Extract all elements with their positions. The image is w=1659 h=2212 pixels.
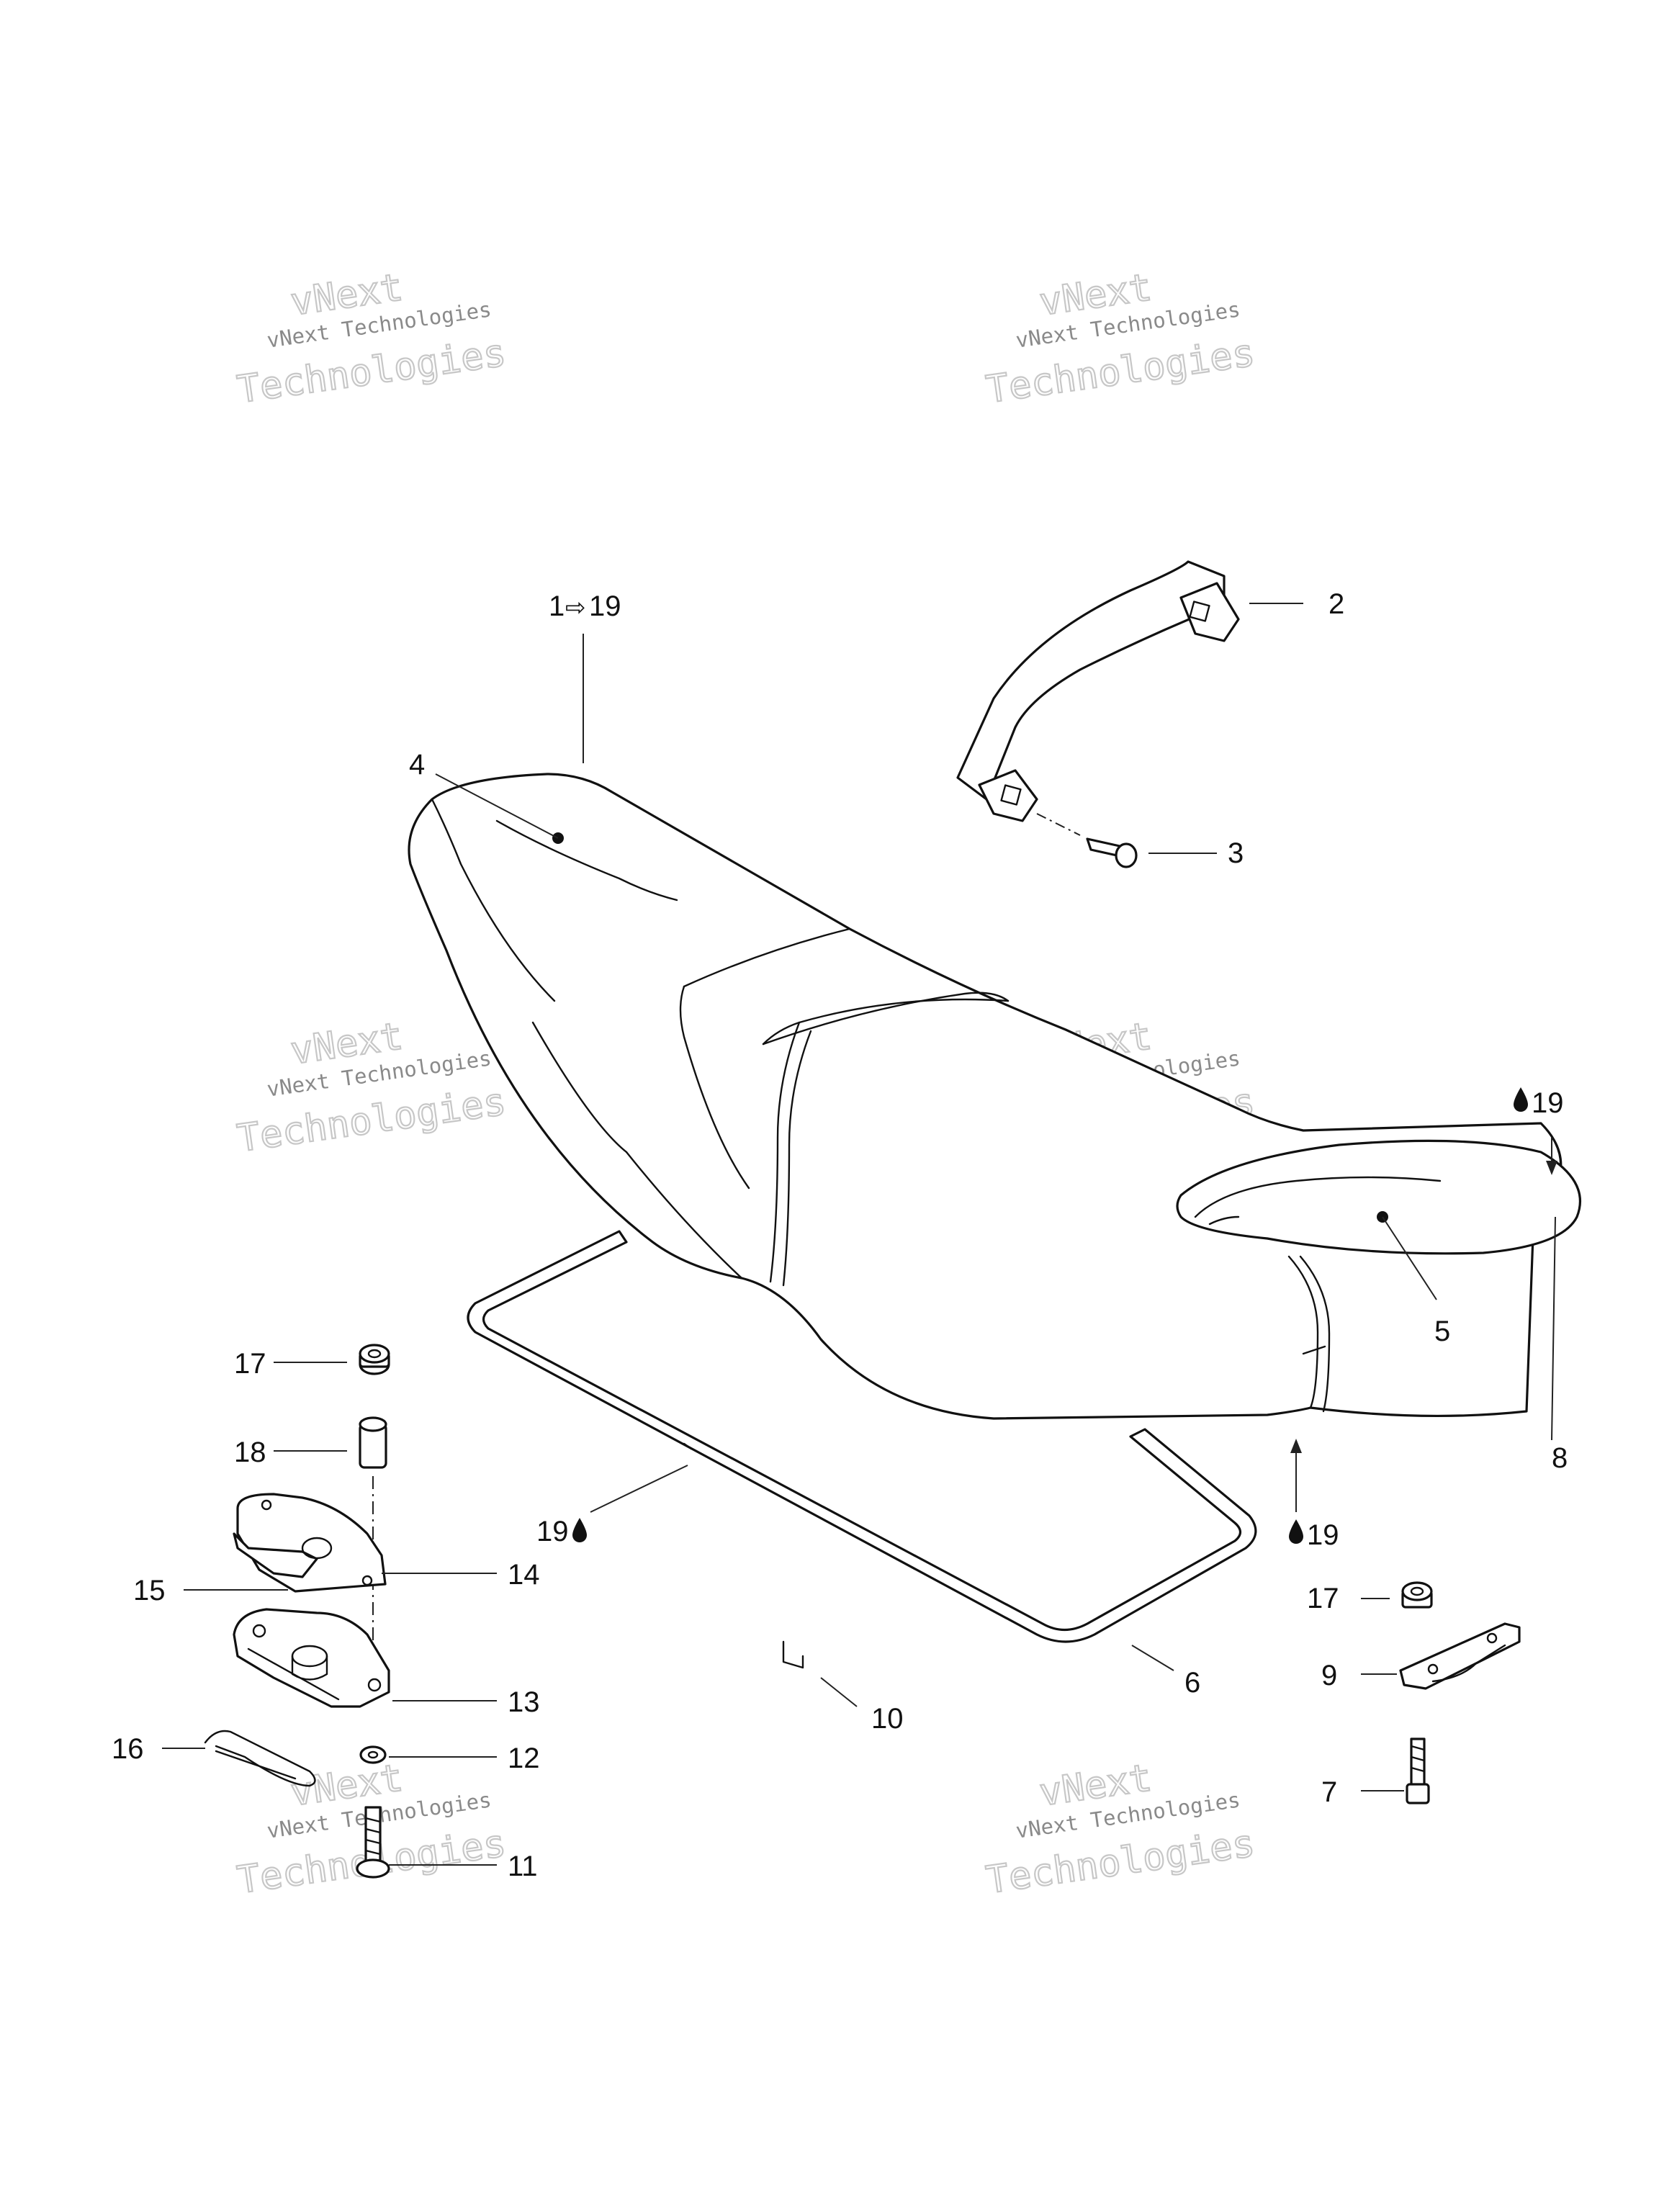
callout-7: 7 bbox=[1321, 1776, 1337, 1808]
callout-16: 16 bbox=[112, 1733, 144, 1765]
nut-17-left bbox=[359, 1344, 390, 1375]
drop-icon bbox=[1289, 1519, 1303, 1544]
spacer-18 bbox=[359, 1416, 387, 1469]
callout-1-target: 19 bbox=[589, 590, 621, 622]
callout-19-right: 19 bbox=[1514, 1087, 1564, 1119]
callout-12: 12 bbox=[508, 1743, 540, 1774]
washer-12 bbox=[359, 1745, 387, 1764]
screw-3 bbox=[1086, 837, 1138, 868]
retaining-pin-16 bbox=[204, 1730, 316, 1787]
callout-19-left: 19 bbox=[536, 1516, 587, 1547]
watermark-bottom-right: vNext vNext Technologies Technologies bbox=[983, 1755, 1259, 1903]
callout-1: 1 ⇨ 19 bbox=[549, 590, 621, 622]
callout-11: 11 bbox=[508, 1851, 538, 1882]
leader-lines bbox=[162, 603, 1557, 1866]
callout-19-bottom-number: 19 bbox=[1307, 1519, 1339, 1551]
callout-5: 5 bbox=[1434, 1316, 1450, 1347]
watermark-top-right: vNext vNext Technologies Technologies bbox=[983, 265, 1259, 413]
callout-8: 8 bbox=[1552, 1442, 1568, 1474]
watermark-top-left: vNext vNext Technologies Technologies bbox=[234, 265, 510, 413]
bolt-7 bbox=[1406, 1737, 1430, 1804]
drop-icon bbox=[572, 1518, 587, 1542]
callout-3: 3 bbox=[1228, 837, 1244, 869]
seat-assembly bbox=[408, 773, 1581, 1420]
callout-17-right: 17 bbox=[1307, 1583, 1339, 1614]
callout-17-left: 17 bbox=[234, 1348, 266, 1380]
frame-join-mark bbox=[683, 1442, 693, 1450]
seat-base-frame bbox=[467, 1230, 1257, 1643]
callout-19-bottom: 19 bbox=[1289, 1519, 1339, 1551]
callout-2: 2 bbox=[1328, 588, 1344, 620]
nut-17-right bbox=[1401, 1581, 1433, 1609]
callout-9: 9 bbox=[1321, 1660, 1337, 1691]
callout-4: 4 bbox=[409, 749, 425, 781]
bolt-11 bbox=[356, 1806, 390, 1879]
arrow-up-icon bbox=[1290, 1439, 1302, 1453]
callout-15: 15 bbox=[133, 1575, 166, 1606]
mounting-bracket-9 bbox=[1399, 1622, 1521, 1690]
mount-base-13 bbox=[233, 1608, 390, 1708]
callout-19-right-number: 19 bbox=[1532, 1087, 1564, 1119]
callout-18: 18 bbox=[234, 1437, 266, 1468]
watermark-mid-left: vNext vNext Technologies Technologies bbox=[234, 1014, 510, 1161]
callout-6: 6 bbox=[1184, 1667, 1200, 1699]
callout-10: 10 bbox=[871, 1703, 904, 1735]
drop-icon bbox=[1514, 1087, 1528, 1112]
callout-19-left-number: 19 bbox=[536, 1516, 569, 1547]
callout-14: 14 bbox=[508, 1559, 540, 1591]
grab-handle bbox=[956, 560, 1240, 836]
arrow-right-icon: ⇨ bbox=[565, 594, 586, 621]
latch-plate bbox=[233, 1493, 387, 1593]
callout-1-number: 1 bbox=[549, 590, 565, 622]
callout-13: 13 bbox=[508, 1686, 540, 1718]
clip-10 bbox=[782, 1640, 804, 1669]
arrow-down-icon bbox=[1546, 1161, 1557, 1175]
